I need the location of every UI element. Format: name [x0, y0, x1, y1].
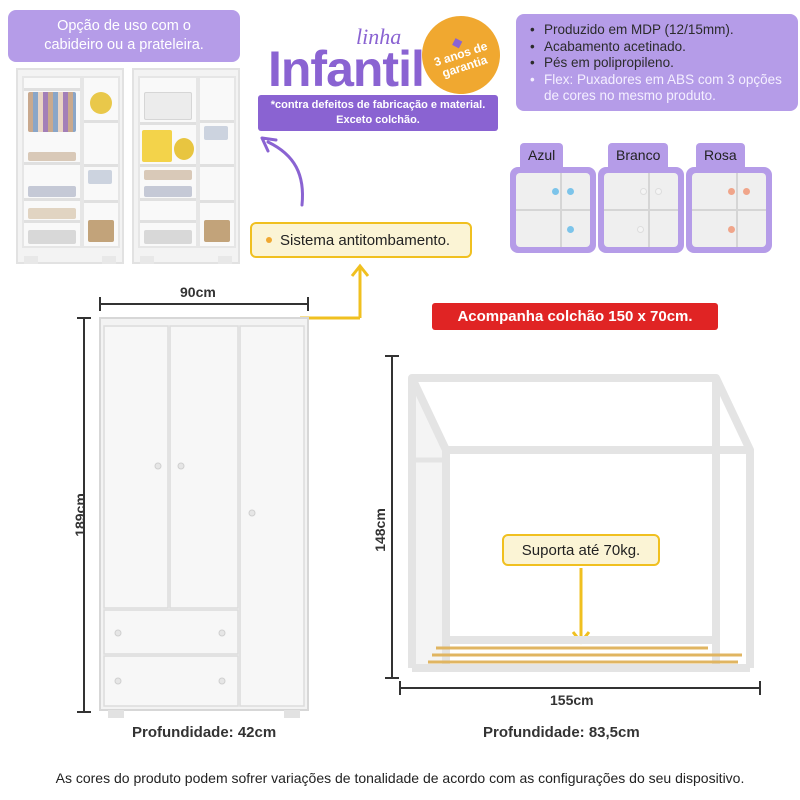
bed-depth-label: Profundidade: 83,5cm: [483, 724, 640, 741]
disclaimer: *contra defeitos de fabricação e materia…: [258, 95, 498, 131]
handle-knob: [728, 226, 735, 233]
wardrobe-height-label: 189cm: [71, 493, 88, 537]
feature-item: Produzido em MDP (12/15mm).: [530, 22, 790, 39]
anti-tip-text: Sistema antitombamento.: [280, 231, 451, 249]
usage-line-1: Opção de uso com o: [57, 18, 191, 34]
handle-knob: [743, 188, 750, 195]
handle-knob: [567, 226, 574, 233]
support-callout: Suporta até 70kg.: [502, 534, 660, 566]
footer-note: As cores do produto podem sofrer variaçõ…: [55, 770, 745, 786]
anti-tip-callout: Sistema antitombamento.: [250, 222, 472, 258]
handle-knob: [552, 188, 559, 195]
handle-knob: [640, 188, 647, 195]
color-card: [510, 167, 596, 253]
wardrobe-width-label: 90cm: [180, 284, 216, 300]
color-option-azul: Azul: [510, 143, 596, 253]
feature-item: Pés em polipropileno.: [530, 55, 790, 72]
features-box: Produzido em MDP (12/15mm). Acabamento a…: [516, 14, 798, 111]
color-label: Azul: [520, 143, 564, 167]
color-option-rosa: Rosa: [686, 143, 772, 253]
handle-knob: [567, 188, 574, 195]
mattress-banner: Acompanha colchão 150 x 70cm.: [432, 303, 718, 330]
handle-knob: [728, 188, 735, 195]
color-option-branco: Branco: [598, 143, 684, 253]
usage-line-2: cabideiro ou a prateleira.: [44, 37, 204, 53]
handle-knob: [655, 188, 662, 195]
usage-banner: Opção de uso com o cabideiro ou a pratel…: [8, 10, 240, 62]
color-card: [686, 167, 772, 253]
bed-slats: [428, 646, 742, 664]
guarantee-badge: ◆ 3 anos de garantia: [411, 5, 511, 105]
disclaimer-line-1: *contra defeitos de fabricação e materia…: [270, 99, 486, 111]
disclaimer-line-2: Exceto colchão.: [336, 114, 420, 126]
bullet-icon: [266, 237, 272, 243]
handle-knob: [637, 226, 644, 233]
closet-photo-hanger: [16, 68, 124, 264]
title-linha: linha: [356, 24, 402, 49]
color-label: Branco: [608, 143, 669, 167]
color-card: [598, 167, 684, 253]
closet-photo-shelf: [132, 68, 240, 264]
wardrobe-depth-label: Profundidade: 42cm: [132, 724, 277, 741]
feature-item-flex: Flex: Puxadores em ABS com 3 opções de c…: [530, 72, 790, 105]
title-infantil: Infantil: [268, 41, 425, 97]
wardrobe-drawing: [99, 317, 309, 718]
feature-item: Acabamento acetinado.: [530, 39, 790, 56]
bed-width-label: 155cm: [550, 692, 594, 708]
curved-arrow-icon: [266, 140, 305, 207]
bed-drawing: [408, 374, 754, 672]
color-label: Rosa: [696, 143, 745, 167]
bed-height-label: 148cm: [371, 508, 388, 552]
